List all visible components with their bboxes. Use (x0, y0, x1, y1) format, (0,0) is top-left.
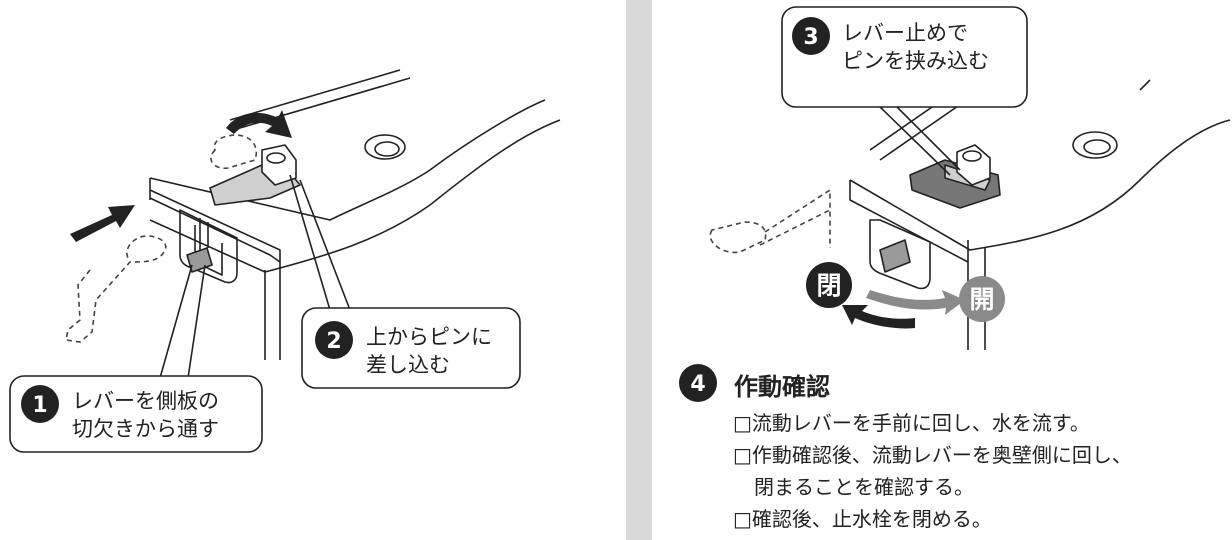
checkbox-icon: □ (733, 443, 752, 467)
check-item-3: □確認後、止水栓を閉める。 (733, 506, 992, 532)
step3-badge (792, 17, 830, 55)
callout-2-frame (289, 174, 521, 389)
ghost-lever (65, 134, 257, 343)
checkbox-icon: □ (733, 411, 752, 435)
callout-3-frame (781, 6, 1028, 176)
step2-badge (315, 321, 353, 359)
step1-text-line2: 切欠きから通す (72, 417, 219, 441)
step3-text-line1: レバー止めで (842, 21, 968, 45)
step2-text-line2: 差し込む (366, 353, 450, 377)
step2-text-line1: 上からピンに (366, 325, 492, 349)
check-item-2-text: 作動確認後、流動レバーを奥壁側に回し、 (751, 443, 1132, 467)
step2-number: 2 (326, 329, 341, 354)
check-item-2: □作動確認後、流動レバーを奥壁側に回し、 (733, 442, 1132, 468)
close-label: 閉 (816, 271, 841, 300)
lever-parts (186, 144, 301, 273)
close-arrow-icon (842, 305, 915, 329)
step4-badge (679, 364, 717, 402)
step1-badge (21, 385, 59, 423)
open-badge (959, 276, 1005, 322)
close-badge (806, 262, 852, 308)
step1-number: 1 (32, 393, 47, 418)
right-lever-parts (879, 144, 1001, 273)
step4-number: 4 (690, 372, 705, 397)
step1-text-line1: レバーを側板の (72, 389, 219, 413)
step3-number: 3 (803, 25, 818, 50)
check-item-2-continued: 閉まることを確認する。 (754, 474, 974, 500)
callout-1-frame (9, 264, 263, 453)
rotate-arrow-icon (226, 110, 292, 138)
step3-text-line2: ピンを挟み込む (842, 49, 989, 73)
check-item-2-continued-text: 閉まることを確認する。 (754, 475, 974, 499)
right-ghost-lever (709, 188, 831, 254)
check-item-1-text: 流動レバーを手前に回し、水を流す。 (751, 411, 1090, 435)
step4-title: 作動確認 (734, 373, 830, 401)
checkbox-icon: □ (733, 507, 752, 531)
check-item-3-text: 確認後、止水栓を閉める。 (751, 507, 992, 531)
open-arrow-icon (866, 290, 965, 315)
check-item-1: □流動レバーを手前に回し、水を流す。 (733, 410, 1090, 436)
push-arrow-icon (70, 205, 135, 242)
column-divider (626, 0, 652, 540)
open-label: 開 (969, 285, 994, 314)
